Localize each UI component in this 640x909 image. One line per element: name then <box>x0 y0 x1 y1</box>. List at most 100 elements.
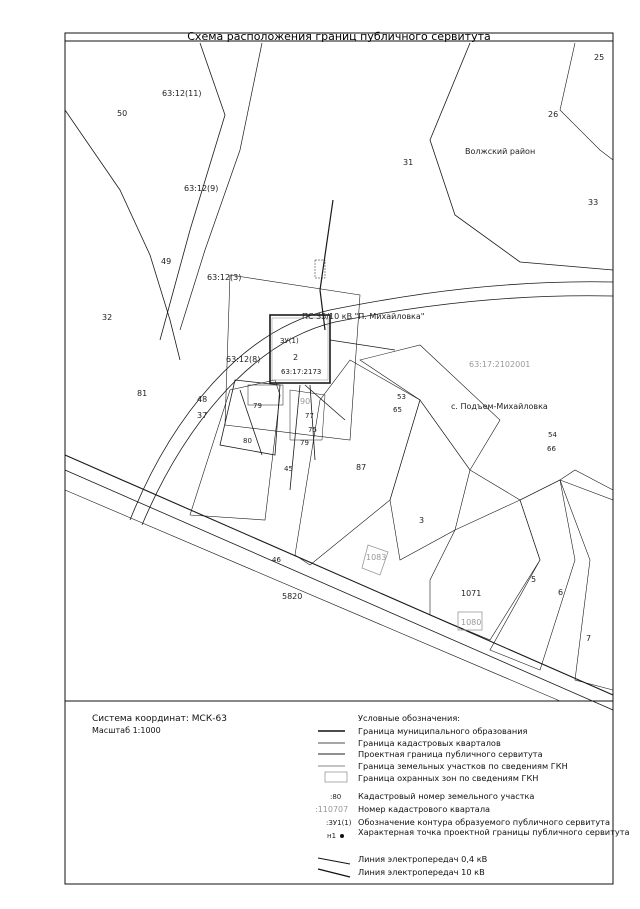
legend-sample-point-dot <box>340 834 344 838</box>
legend-label-8: Характерная точка проектной границы публ… <box>358 827 630 837</box>
parcel-label-80: 80 <box>243 437 252 445</box>
parcel-boundary-33 <box>429 42 614 271</box>
highway-edge-2 <box>64 469 614 711</box>
transformer-box <box>314 259 326 279</box>
parcel-label-6: 6 <box>558 588 563 597</box>
road-edge-south <box>141 295 614 526</box>
zone-label-3: 63:12(3) <box>207 273 241 282</box>
zone-number-1083: 1083 <box>366 553 386 562</box>
parcel-label-50: 50 <box>117 109 127 118</box>
zone-label-9: 63:12(9) <box>184 184 218 193</box>
legend-label-1: Граница кадастровых кварталов <box>358 738 501 748</box>
highway-edge-1 <box>64 454 614 696</box>
quarter-label-2173: 63:17:2173 <box>281 368 321 376</box>
legend-sample-contour: :ЗУ1(1) <box>326 819 352 827</box>
parcel-label-7: 7 <box>586 634 591 643</box>
parcel-65 <box>359 344 501 471</box>
parcel-label-54: 54 <box>548 431 557 439</box>
legend-sample-line-04kv <box>317 857 351 865</box>
zone-label-11: 63:12(11) <box>162 89 201 98</box>
legend-sample-point-label: н1 <box>327 832 336 840</box>
legend-label-5: Кадастровый номер земельного участка <box>358 791 534 801</box>
parcel-label-87: 87 <box>356 463 366 472</box>
servitude-contour-zu1 <box>269 314 331 384</box>
parcel-label-53: 53 <box>397 393 406 401</box>
coordinate-system: Система координат: МСК-63 <box>92 714 227 724</box>
quarter-label-2102001: 63:17:2102001 <box>469 360 530 369</box>
legend-sample-protection-zone <box>324 771 348 783</box>
parcel-label-32: 32 <box>102 313 112 322</box>
protection-zone-1080 <box>457 611 483 631</box>
legend-sample-parcel-number: :80 <box>330 793 341 801</box>
parcel-label-79: 79 <box>253 402 262 410</box>
power-line-04kv-3 <box>239 389 263 456</box>
parcel-75 <box>289 389 326 441</box>
power-line-04kv-5 <box>329 339 396 351</box>
parcel-label-31: 31 <box>403 158 413 167</box>
legend-title: Условные обозначения: <box>358 713 460 723</box>
legend-label-4: Граница охранных зон по сведениям ГКН <box>358 773 538 783</box>
parcel-6 <box>559 479 614 691</box>
protection-zone-1083 <box>361 544 389 576</box>
parcel-1071 <box>429 499 541 641</box>
parcel-boundary-west <box>64 109 181 361</box>
power-line-04kv-2 <box>304 384 346 421</box>
power-line-04kv-4 <box>309 384 316 461</box>
parcel-label-45: 45 <box>284 465 293 473</box>
power-line-10kv-north <box>319 199 334 331</box>
parcel-boundary-26 <box>559 42 614 161</box>
parcel-79 <box>247 384 284 406</box>
parcel-label-33: 33 <box>588 198 598 207</box>
map-labels: 25 50 26 31 33 49 32 81 87 3 1071 5 6 7 … <box>102 53 604 643</box>
zone-number-1080: 1080 <box>461 618 481 627</box>
substation-area <box>271 317 329 381</box>
legend-label-9: Линия электропередач 0,4 кВ <box>358 854 488 864</box>
parcel-label-75: 75 <box>308 426 317 434</box>
parcel-label-5820: 5820 <box>282 592 302 601</box>
parcel-label-46: 46 <box>272 556 281 564</box>
parcel-label-25: 25 <box>594 53 604 62</box>
parcel-label-1071: 1071 <box>461 589 481 598</box>
map-frame <box>64 40 614 702</box>
parcel-label-65: 65 <box>393 406 402 414</box>
parcel-boundary-31 <box>179 42 263 331</box>
legend-sample-line-10kv <box>317 868 351 878</box>
parcel-label-5: 5 <box>531 575 536 584</box>
legend-label-2: Проектная граница публичного сервитута <box>358 749 543 759</box>
parcel-label-3: 3 <box>419 516 424 525</box>
power-line-04kv-1 <box>289 384 301 491</box>
legend-label-7: Обозначение контура образуемого публично… <box>358 817 610 827</box>
parcel-label-66: 66 <box>547 445 556 453</box>
road-edge-north <box>129 281 614 521</box>
legend-sample-quarter-number: :110707 <box>315 805 348 814</box>
legend-label-0: Граница муниципального образования <box>358 726 528 736</box>
parcel-boundary-49 <box>159 42 226 341</box>
scale-text: Масштаб 1:1000 <box>92 726 161 735</box>
parcel-label-81: 81 <box>137 389 147 398</box>
district-label: Волжский район <box>465 147 535 156</box>
legend-label-3: Граница земельных участков по сведениям … <box>358 761 568 771</box>
legend: Условные обозначения: Граница муниципаль… <box>315 713 630 878</box>
map-area <box>64 42 614 711</box>
servitude-zone-3 <box>224 274 361 441</box>
highway-edge-3 <box>64 489 561 702</box>
zone-label-2: 2 <box>293 353 298 362</box>
plan-title: Схема расположения границ публичного сер… <box>187 30 491 43</box>
zone-label-8: 63:12(8) <box>226 355 260 364</box>
parcel-label-26: 26 <box>548 110 558 119</box>
legend-label-10: Линия электропередач 10 кВ <box>358 867 485 877</box>
zone-number-90: 90 <box>300 397 310 406</box>
parcel-boundary-66 <box>469 469 614 501</box>
parcel-label-79b: 79 <box>300 439 309 447</box>
zone-label-zu1: ЗУ(1) <box>280 337 299 345</box>
parcel-3 <box>389 399 471 561</box>
village-label: с. Подъем-Михайловка <box>451 402 548 411</box>
parcel-label-48: 48 <box>197 395 207 404</box>
parcel-37 <box>189 379 281 521</box>
legend-label-6: Номер кадастрового квартала <box>358 804 490 814</box>
parcel-80 <box>219 379 281 456</box>
parcel-label-37: 37 <box>197 411 207 420</box>
substation-label: ПС 35/10 кВ "П. Михайловка" <box>302 312 424 321</box>
